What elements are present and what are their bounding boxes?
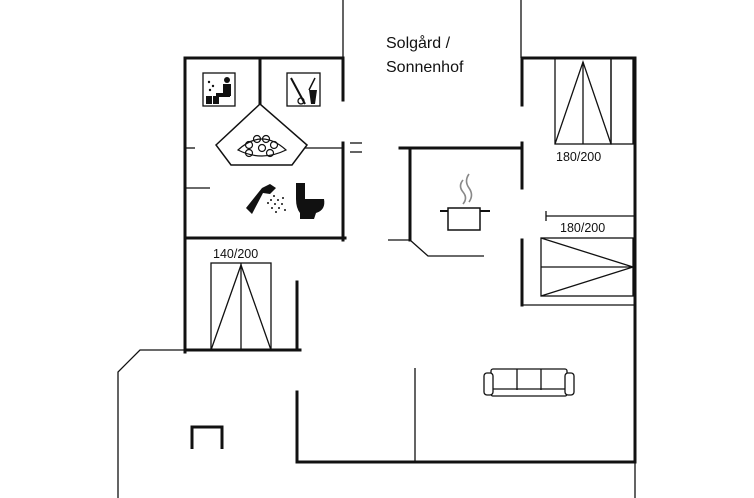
fireplace-icon bbox=[190, 425, 224, 449]
bed-label-top-right: 180/200 bbox=[556, 150, 601, 164]
title-line-2: Sonnenhof bbox=[386, 59, 464, 76]
washing-machine-icon bbox=[286, 72, 321, 107]
bed-middle-right bbox=[540, 211, 636, 297]
title-line-1: Solgård / bbox=[386, 34, 451, 52]
bed-left bbox=[210, 262, 272, 351]
sofa-icon bbox=[483, 368, 575, 397]
walls bbox=[117, 0, 637, 498]
bed-top-right bbox=[554, 57, 634, 145]
whirlpool-icon bbox=[214, 102, 309, 166]
sauna-icon bbox=[202, 72, 236, 107]
bed-label-left: 140/200 bbox=[213, 247, 258, 261]
kitchen-pot-icon bbox=[440, 173, 490, 231]
shower-icon bbox=[246, 184, 286, 214]
toilet-icon bbox=[296, 183, 325, 219]
bed-label-middle-right: 180/200 bbox=[560, 221, 605, 235]
